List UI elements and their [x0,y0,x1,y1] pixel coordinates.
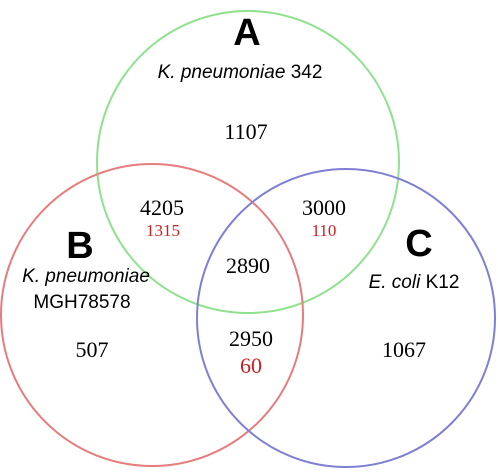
set-a-strain: 342 [285,62,322,83]
set-b-species-name: K. pneumoniae [22,266,150,287]
set-c-species-name: E. coli [369,272,422,293]
set-b-strain: MGH78578 [33,292,130,313]
region-bc-extra-count: 60 [240,353,262,378]
region-ab-count: 4205 [140,195,184,220]
set-c-species: E. coli K12 [369,272,460,293]
set-c-circle [196,168,496,468]
region-ac-count: 3000 [302,195,346,220]
set-a-species-name: K. pneumoniae [158,62,286,83]
region-c-only-count: 1067 [382,337,426,362]
set-c-strain: K12 [420,272,459,293]
set-a-letter: A [233,12,260,54]
region-ab-extra-count: 1315 [146,221,180,240]
set-a-species: K. pneumoniae 342 [158,62,323,83]
set-a-circle [96,10,400,314]
set-b-letter: B [66,225,93,267]
region-bc-count: 2950 [229,326,273,351]
set-b-circle [0,163,304,467]
region-a-only-count: 1107 [224,119,267,144]
set-c-letter: C [405,223,432,265]
region-abc-count: 2890 [226,253,270,278]
region-b-only-count: 507 [76,337,109,362]
region-ac-extra-count: 110 [312,221,337,240]
